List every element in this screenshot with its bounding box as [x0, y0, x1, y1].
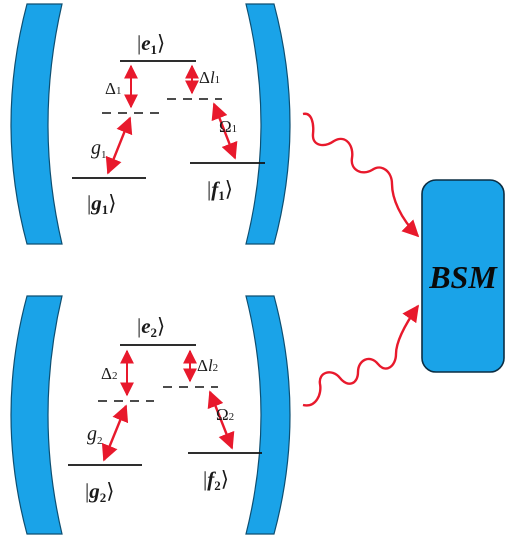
cavity-1-right-mirror — [245, 3, 291, 245]
cavity-2-ground-ket: |g2⟩ — [85, 479, 114, 505]
photon-path-1 — [302, 112, 420, 238]
cavity-2-rabi-arrow — [207, 390, 235, 450]
cavity-2-delta-label: Δ2 — [101, 364, 117, 383]
cavity-1-excited-ket: |e1⟩ — [137, 31, 165, 57]
cavity-2-excited-ket: |e2⟩ — [137, 314, 165, 340]
cavity-1-delta-label: Δ1 — [105, 79, 121, 98]
cavity-2-final-ket: |f2⟩ — [203, 467, 229, 493]
cavity-1-coupling-arrow — [105, 116, 133, 175]
photon-path-2 — [302, 304, 419, 407]
cavity-1-rabi-arrow — [211, 102, 238, 160]
cavity-2-left-mirror — [10, 295, 63, 535]
cavity-1-rabi-label: Ω1 — [219, 117, 237, 136]
cavity-1-ground-ket: |g1⟩ — [87, 191, 116, 217]
bsm-box — [421, 179, 505, 373]
cavity-1-coupling-label: g1 — [91, 137, 107, 161]
cavity-1: |e1⟩ |g1⟩ |f1⟩ Δ1 Δl1 g1 Ω1 — [10, 3, 291, 245]
cavity-1-final-ket: |f1⟩ — [207, 177, 233, 203]
bsm-station: BSM — [421, 179, 505, 373]
cavity-2-right-mirror — [245, 295, 291, 535]
cavity-2-delta-l-label: Δl2 — [197, 356, 218, 375]
cavity-2-rabi-label: Ω2 — [216, 405, 234, 424]
cavity-1-left-mirror — [10, 3, 63, 245]
cavity-1-delta-l-label: Δl1 — [199, 68, 220, 87]
cavity-2: |e2⟩ |g2⟩ |f2⟩ Δ2 Δl2 g2 Ω2 — [10, 295, 291, 535]
bsm-label: BSM — [428, 259, 498, 295]
cavity-2-coupling-arrow — [101, 404, 129, 462]
cavity-2-coupling-label: g2 — [87, 423, 103, 447]
